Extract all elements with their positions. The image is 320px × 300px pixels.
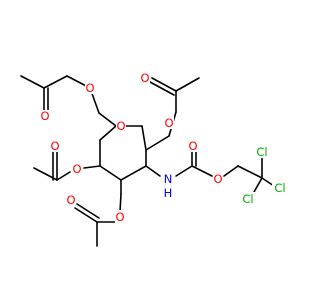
atom-label: N: [164, 172, 173, 186]
bond: [74, 207, 98, 223]
atom-label: Cl: [256, 145, 267, 159]
atom-o-ester-c4: O: [72, 162, 82, 176]
atom-o-acetyl-anomeric: O: [140, 71, 150, 85]
atom-o-ester-c3: O: [115, 210, 125, 224]
atom-label: O: [85, 81, 94, 95]
bond: [141, 125, 147, 151]
atom-labels: O O O O O O O O: [40, 71, 288, 224]
bond: [99, 165, 122, 181]
bond: [175, 165, 193, 177]
atom-label: O: [164, 116, 173, 130]
atom-o-acetyl-c3: O: [66, 193, 76, 207]
bond: [99, 125, 117, 141]
atom-o-acetyl-left: O: [40, 109, 50, 123]
atom-label: O: [116, 119, 125, 133]
bonds: [20, 75, 275, 247]
bond: [151, 77, 177, 92]
bond: [119, 193, 122, 213]
atom-label: Cl: [274, 181, 285, 195]
bond: [98, 112, 117, 127]
atom-label: O: [115, 210, 124, 224]
bond: [56, 171, 71, 181]
bond: [145, 165, 161, 177]
atom-o-acetyl-c4: O: [50, 139, 60, 153]
atom-label: O: [213, 172, 222, 186]
bond: [83, 165, 101, 169]
bond: [76, 203, 100, 219]
atom-o-ring: O: [116, 119, 126, 133]
atom-o-ester-anomeric: O: [164, 116, 174, 130]
atom-label: O: [72, 162, 81, 176]
bond: [223, 165, 239, 177]
atom-label: O: [140, 71, 149, 85]
atom-label: H: [164, 186, 173, 200]
atom-o-ester-left: O: [85, 81, 95, 95]
atom-label: O: [50, 139, 59, 153]
bond: [237, 165, 263, 179]
atom-label: O: [188, 139, 197, 153]
bond: [120, 165, 147, 181]
atom-label: O: [66, 193, 75, 207]
bond: [43, 75, 68, 89]
atom-n-carbamate: N H: [163, 172, 173, 200]
atom-cl-right: Cl: [272, 181, 288, 195]
molecule-structure: O O O O O O O O: [20, 71, 288, 247]
atom-cl-bottom: Cl: [240, 192, 256, 206]
bond: [253, 177, 263, 193]
bond: [20, 75, 45, 89]
bond: [149, 81, 175, 96]
bond: [145, 135, 170, 151]
atom-o-carbamate-ester: O: [213, 172, 223, 186]
bond: [191, 165, 213, 177]
atom-label: Cl: [242, 192, 253, 206]
atom-o-carbamate-carbonyl: O: [188, 139, 198, 153]
atom-cl-top: Cl: [254, 145, 270, 159]
atom-label: O: [40, 109, 49, 123]
bond: [175, 77, 200, 92]
